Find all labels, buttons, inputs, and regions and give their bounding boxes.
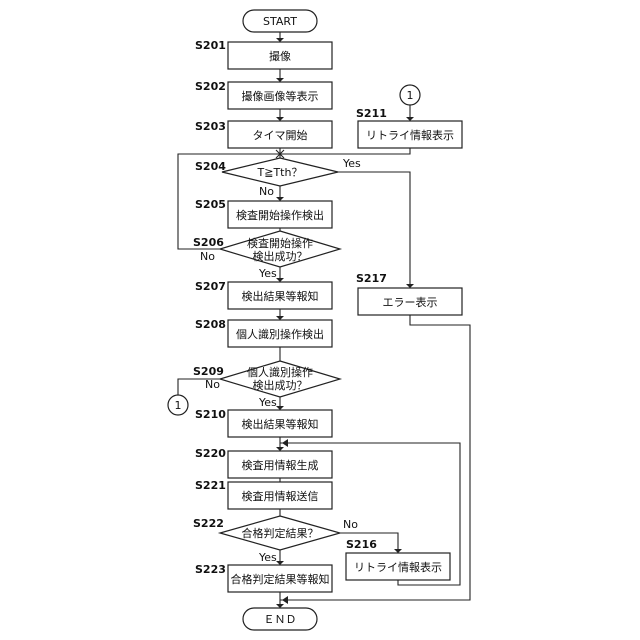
edge-label-s222-no: No xyxy=(343,518,358,531)
step-label-s209: S209 xyxy=(193,365,224,378)
process-label-s205: 検査開始操作検出 xyxy=(236,208,324,222)
step-label-s217: S217 xyxy=(356,272,387,285)
connector-circle-1-top: 1 xyxy=(400,85,420,105)
edge-label-s204-yes: Yes xyxy=(342,157,361,170)
step-label-s207: S207 xyxy=(195,280,226,293)
process-label-s210: 検出結果等報知 xyxy=(242,417,319,431)
process-s223: S223 合格判定結果等報知 xyxy=(195,563,332,592)
process-label-s202: 撮像画像等表示 xyxy=(242,89,319,103)
step-label-s202: S202 xyxy=(195,80,226,93)
step-label-s210: S210 xyxy=(195,408,226,421)
step-label-s220: S220 xyxy=(195,447,226,460)
end-label: ＥＮＤ xyxy=(264,613,297,626)
decision-label-s204: T≧Tth？ xyxy=(257,166,303,179)
process-s208: S208 個人識別操作検出 xyxy=(195,318,332,347)
edge-label-s206-no: No xyxy=(200,250,215,263)
process-label-s216: リトライ情報表示 xyxy=(354,560,442,574)
process-s220: S220 検査用情報生成 xyxy=(195,447,332,478)
start-terminal: START xyxy=(243,10,317,32)
process-s221: S221 検査用情報送信 xyxy=(195,479,332,509)
decision-label-s222: 合格判定結果？ xyxy=(242,526,319,540)
edge-label-s209-no: No xyxy=(205,378,220,391)
process-label-s220: 検査用情報生成 xyxy=(242,458,319,472)
process-label-s201: 撮像 xyxy=(269,49,291,63)
step-label-s205: S205 xyxy=(195,198,226,211)
step-label-s201: S201 xyxy=(195,39,226,52)
edge-label-s206-yes: Yes xyxy=(258,267,277,280)
step-label-s211: S211 xyxy=(356,107,387,120)
decision-s222: S222 合格判定結果？ xyxy=(193,516,340,550)
process-s203: S203 タイマ開始 xyxy=(195,120,332,148)
process-label-s211: リトライ情報表示 xyxy=(366,128,454,142)
step-label-s216: S216 xyxy=(346,538,377,551)
process-s210: S210 検出結果等報知 xyxy=(195,408,332,437)
decision-label-s206-line1: 検査開始操作 xyxy=(247,236,313,250)
process-s201: S201 撮像 xyxy=(195,39,332,69)
process-label-s203: タイマ開始 xyxy=(253,128,308,142)
process-label-s208: 個人識別操作検出 xyxy=(236,327,324,341)
step-label-s222: S222 xyxy=(193,517,224,530)
step-label-s206: S206 xyxy=(193,236,224,249)
decision-label-s206-line2: 検出成功？ xyxy=(253,249,308,263)
process-label-s223: 合格判定結果等報知 xyxy=(231,572,330,586)
process-label-s207: 検出結果等報知 xyxy=(242,289,319,303)
connector-circle-1-left: 1 xyxy=(168,395,188,415)
process-s207: S207 検出結果等報知 xyxy=(195,280,332,309)
process-s211: S211 リトライ情報表示 xyxy=(356,107,462,148)
start-label: START xyxy=(263,15,297,28)
edge-label-s222-yes: Yes xyxy=(258,551,277,564)
decision-label-s209-line2: 検出成功？ xyxy=(253,378,308,392)
decision-s204: S204 T≧Tth？ xyxy=(195,158,338,186)
step-label-s223: S223 xyxy=(195,563,226,576)
process-label-s221: 検査用情報送信 xyxy=(242,489,319,503)
process-s202: S202 撮像画像等表示 xyxy=(195,80,332,109)
process-s205: S205 検査開始操作検出 xyxy=(195,198,332,228)
connector-label-left: 1 xyxy=(175,399,182,412)
process-s217: S217 エラー表示 xyxy=(356,272,462,315)
process-label-s217: エラー表示 xyxy=(383,295,438,309)
step-label-s221: S221 xyxy=(195,479,226,492)
connector-label-top: 1 xyxy=(407,89,414,102)
step-label-s204: S204 xyxy=(195,160,226,173)
end-terminal: ＥＮＤ xyxy=(243,608,317,630)
decision-label-s209-line1: 個人識別操作 xyxy=(247,365,313,379)
edge-label-s204-no: No xyxy=(259,185,274,198)
step-label-s203: S203 xyxy=(195,120,226,133)
edge-label-s209-yes: Yes xyxy=(258,396,277,409)
step-label-s208: S208 xyxy=(195,318,226,331)
